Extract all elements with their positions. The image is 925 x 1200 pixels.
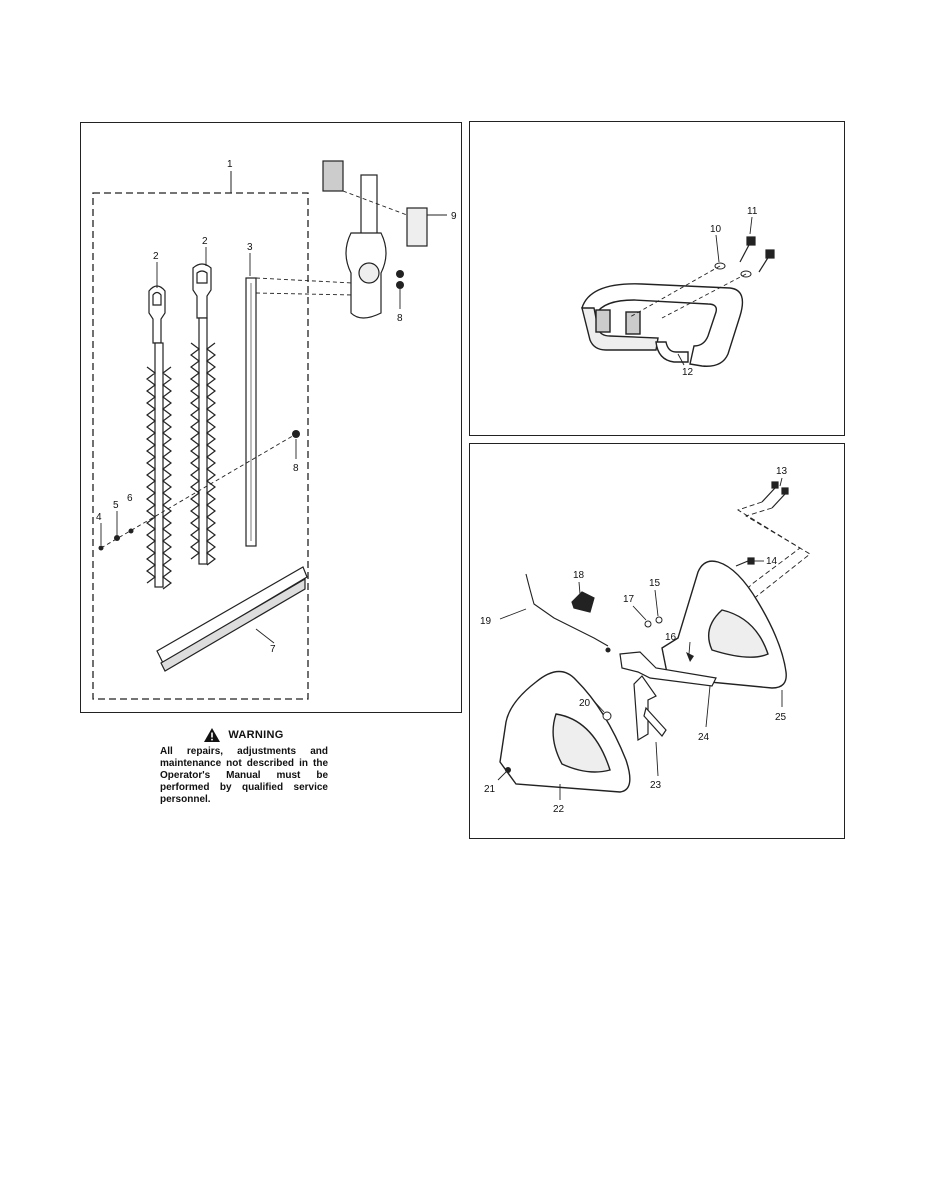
warning-triangle-icon bbox=[204, 728, 221, 742]
callout-6: 6 bbox=[127, 493, 133, 504]
gear-housing bbox=[322, 160, 428, 319]
callout-15: 15 bbox=[649, 578, 661, 589]
part-21 bbox=[505, 767, 511, 773]
part-20 bbox=[602, 711, 612, 721]
guide-bar bbox=[245, 277, 257, 547]
callout-12: 12 bbox=[682, 367, 694, 378]
callout-7: 7 bbox=[270, 644, 276, 655]
warning-text: All repairs, adjustments and maintenance… bbox=[160, 746, 328, 805]
nut-lower bbox=[396, 281, 404, 289]
callout-14: 14 bbox=[766, 556, 778, 567]
callout-9: 9 bbox=[451, 211, 457, 222]
panel-rear-handle: 13 14 15 16 17 18 19 20 21 22 23 24 25 bbox=[469, 443, 845, 839]
bolt-11 bbox=[739, 236, 775, 273]
warning-header: WARNING bbox=[160, 728, 328, 742]
kit-outline bbox=[92, 192, 309, 700]
callout-20: 20 bbox=[579, 698, 591, 709]
rear-handle-drawing: 13 14 15 16 17 18 19 20 21 22 23 24 25 bbox=[480, 466, 811, 815]
callout-8-upper: 8 bbox=[397, 313, 403, 324]
blade-guard bbox=[156, 566, 308, 672]
callout-10: 10 bbox=[710, 224, 722, 235]
throttle-cable bbox=[525, 573, 611, 653]
blade-left bbox=[146, 285, 172, 590]
callout-23: 23 bbox=[650, 780, 662, 791]
blade-middle bbox=[190, 263, 216, 566]
part-15 bbox=[655, 616, 663, 624]
callout-24: 24 bbox=[698, 732, 710, 743]
blade-assembly-drawing: 1 2 2 3 4 5 6 7 8 8 9 bbox=[92, 159, 457, 700]
front-handle-drawing: 10 11 12 bbox=[581, 206, 775, 378]
callout-17: 17 bbox=[623, 594, 635, 605]
callout-4: 4 bbox=[96, 512, 102, 523]
callout-13: 13 bbox=[776, 466, 788, 477]
handle-half-22 bbox=[499, 670, 631, 793]
warning-title: WARNING bbox=[228, 729, 284, 741]
switch-18 bbox=[571, 591, 595, 613]
panel-front-handle: 10 11 12 bbox=[469, 121, 845, 436]
handle-half-25 bbox=[661, 560, 787, 689]
callout-16: 16 bbox=[665, 632, 677, 643]
nut-8 bbox=[292, 430, 300, 438]
callout-5: 5 bbox=[113, 500, 119, 511]
part-16 bbox=[686, 652, 694, 662]
part-17 bbox=[644, 620, 652, 628]
callout-2-middle: 2 bbox=[202, 236, 208, 247]
callout-3: 3 bbox=[247, 242, 253, 253]
nut-upper bbox=[396, 270, 404, 278]
trigger-24 bbox=[619, 651, 717, 687]
warning-notice: WARNING All repairs, adjustments and mai… bbox=[160, 728, 328, 806]
front-handle bbox=[581, 283, 744, 367]
callout-22: 22 bbox=[553, 804, 565, 815]
callout-2-left: 2 bbox=[153, 251, 159, 262]
lockout-23 bbox=[633, 675, 667, 742]
panel-blade-assembly: 1 2 2 3 4 5 6 7 8 8 9 bbox=[80, 122, 462, 713]
callout-21: 21 bbox=[484, 784, 496, 795]
callout-18: 18 bbox=[573, 570, 585, 581]
callout-1: 1 bbox=[227, 159, 233, 170]
callout-25: 25 bbox=[775, 712, 787, 723]
callout-19: 19 bbox=[480, 616, 492, 627]
callout-11: 11 bbox=[747, 206, 758, 217]
callout-8-lower: 8 bbox=[293, 463, 299, 474]
